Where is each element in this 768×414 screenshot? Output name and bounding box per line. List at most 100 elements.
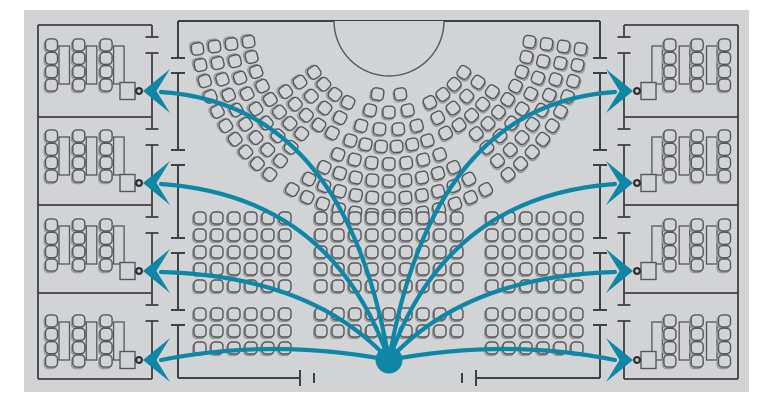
- seat-chair: [188, 40, 206, 57]
- seat-chair: [449, 324, 464, 340]
- seat-chair: [330, 228, 345, 244]
- seat-chair: [209, 307, 224, 323]
- seat-chair: [43, 314, 59, 330]
- seat-chair: [689, 169, 704, 185]
- seat-chair: [222, 35, 240, 52]
- signal-cable-left-2: [158, 181, 392, 363]
- seat-chair: [226, 228, 241, 244]
- seat-chair: [716, 142, 732, 158]
- seat-chair: [98, 38, 113, 54]
- seat-chair: [192, 211, 207, 227]
- seat-chair: [484, 307, 499, 323]
- signal-arrow-right-1: [606, 69, 633, 113]
- seat-chair: [716, 314, 732, 330]
- seat-chair: [415, 307, 430, 323]
- meeting-table: [705, 45, 718, 85]
- seat-chair: [260, 228, 275, 244]
- signal-cable-right-4: [386, 346, 618, 363]
- seat-chair: [689, 244, 704, 260]
- auditorium-walls: [171, 20, 607, 386]
- display-connector-center: [635, 89, 639, 93]
- seat-chair: [313, 324, 328, 340]
- seat-chair: [501, 262, 516, 278]
- seat-chair: [43, 142, 59, 158]
- stage-platform: [333, 20, 445, 77]
- meeting-table: [58, 45, 71, 85]
- seat-chair: [689, 155, 704, 171]
- meeting-table: [651, 225, 664, 265]
- seat-chair: [243, 324, 258, 340]
- breakout-room-right-1: [633, 38, 732, 101]
- meeting-table: [58, 321, 71, 361]
- seat-chair: [661, 78, 677, 94]
- seat-chair: [518, 324, 533, 340]
- seat-chair: [226, 262, 241, 278]
- seat-chair: [661, 64, 677, 80]
- seat-chair: [689, 340, 704, 356]
- seat-chair: [243, 245, 258, 261]
- seat-chair: [381, 262, 396, 278]
- seat-chair: [43, 51, 59, 67]
- seat-chair: [43, 354, 59, 370]
- seat-chair: [501, 324, 516, 340]
- meeting-table: [112, 225, 125, 265]
- seat-chair: [552, 245, 567, 261]
- meeting-table: [705, 321, 718, 361]
- seat-chair: [243, 307, 258, 323]
- seat-chair: [364, 211, 379, 227]
- seat-chair: [70, 169, 86, 185]
- seat-chair: [398, 245, 413, 261]
- display-connector-center: [137, 358, 141, 362]
- seat-chair: [716, 38, 732, 54]
- signal-arrow-left-1: [143, 69, 170, 113]
- seat-chair: [449, 262, 464, 278]
- seat-chair: [661, 258, 677, 274]
- seat-chair: [330, 324, 345, 340]
- seat-chair: [43, 258, 59, 274]
- seat-chair: [98, 142, 113, 158]
- seat-chair: [98, 340, 113, 356]
- breakout-room-right-4: [633, 314, 732, 370]
- seat-chair: [381, 245, 396, 261]
- signal-cable-left-1: [158, 89, 392, 363]
- meeting-table: [651, 45, 664, 85]
- seat-chair: [661, 244, 677, 260]
- seat-chair: [209, 211, 224, 227]
- meeting-table: [112, 321, 125, 361]
- signal-cable-right-3: [386, 269, 618, 363]
- seat-chair: [716, 129, 732, 145]
- seat-chair: [716, 78, 732, 94]
- seat-chair: [501, 228, 516, 244]
- seat-chair: [661, 129, 677, 145]
- seat-chair: [209, 324, 224, 340]
- seat-chair: [552, 279, 567, 295]
- seat-chair: [277, 324, 292, 340]
- seat-chair: [70, 340, 86, 356]
- meeting-table: [85, 225, 98, 265]
- seat-chair: [661, 314, 677, 330]
- seat-chair: [689, 218, 704, 234]
- seat-chair: [70, 244, 86, 260]
- seat-chair: [716, 244, 732, 260]
- seat-chair: [484, 262, 499, 278]
- seat-chair: [347, 307, 362, 323]
- seat-chair: [381, 174, 396, 190]
- seat-chair: [661, 169, 677, 185]
- seat-chair: [226, 324, 241, 340]
- seat-chair: [449, 211, 464, 227]
- seat-chair: [535, 262, 550, 278]
- meeting-table: [678, 321, 691, 361]
- seat-chair: [661, 327, 677, 343]
- seat-chair: [661, 340, 677, 356]
- signal-cable-left-3: [158, 269, 392, 363]
- seat-chair: [70, 155, 86, 171]
- seat-chair: [277, 228, 292, 244]
- seat-chair: [98, 314, 113, 330]
- seat-chair: [192, 307, 207, 323]
- seat-chair: [226, 211, 241, 227]
- seat-chair: [518, 245, 533, 261]
- seat-chair: [572, 41, 590, 58]
- seat-chair: [43, 78, 59, 94]
- seat-chair: [689, 327, 704, 343]
